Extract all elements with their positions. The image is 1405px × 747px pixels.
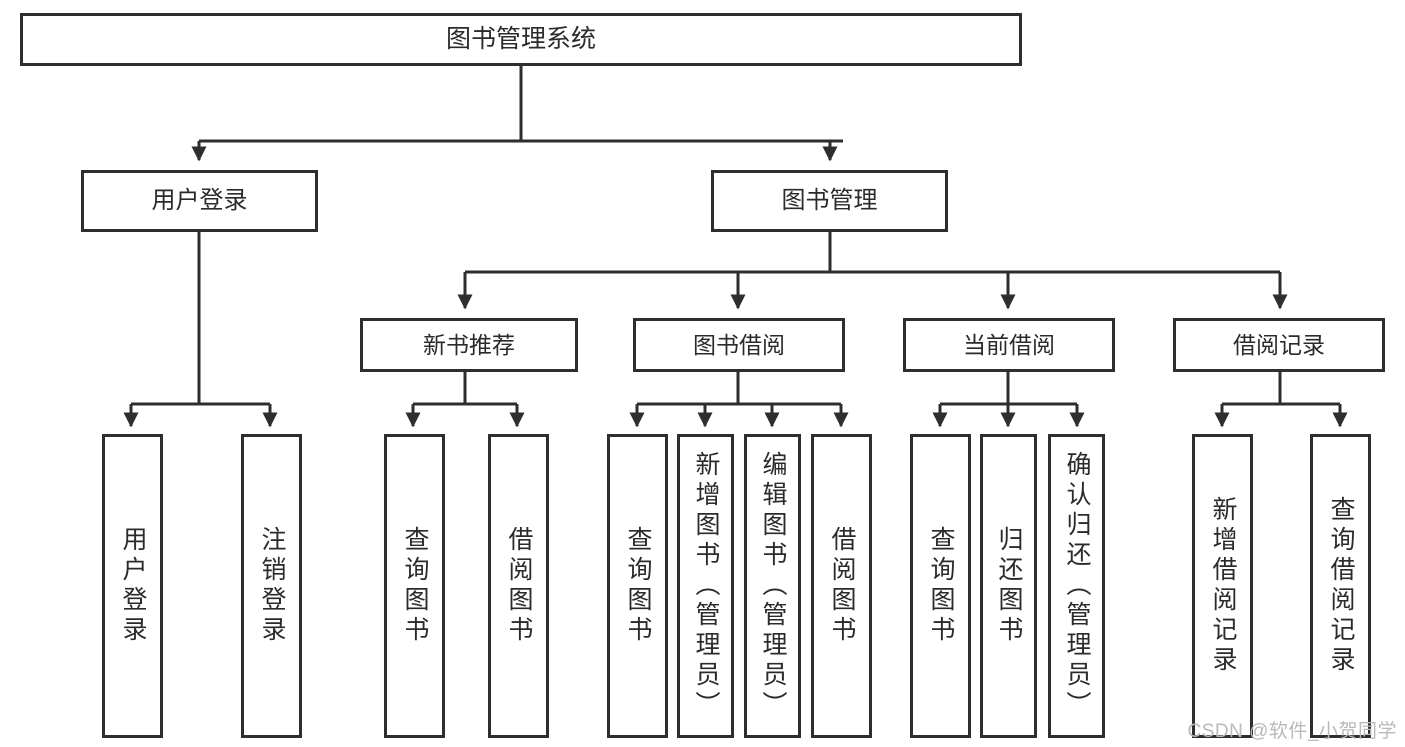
leaf-confirm-return-admin-label: 确认归还（管理员）	[1063, 451, 1091, 721]
watermark: CSDN @软件_小贺同学	[1187, 721, 1397, 742]
node-root-label: 图书管理系统	[445, 25, 596, 53]
node-new-book-recommend[interactable]: 新书推荐	[360, 318, 578, 372]
node-user-login-label: 用户登录	[151, 187, 248, 214]
leaf-edit-book-admin-label: 编辑图书（管理员）	[759, 451, 787, 721]
node-root[interactable]: 图书管理系统	[20, 13, 1022, 66]
leaf-query-book-borrow-label: 查询图书	[624, 526, 652, 646]
leaf-add-book-admin[interactable]: 新增图书（管理员）	[677, 434, 734, 738]
leaf-query-borrow-record[interactable]: 查询借阅记录	[1310, 434, 1371, 738]
leaf-query-book-recommend-label: 查询图书	[401, 526, 429, 646]
node-book-borrow[interactable]: 图书借阅	[633, 318, 845, 372]
node-book-management[interactable]: 图书管理	[711, 170, 948, 232]
node-new-book-recommend-label: 新书推荐	[423, 331, 515, 358]
leaf-user-login-label: 用户登录	[119, 526, 147, 646]
leaf-add-borrow-record[interactable]: 新增借阅记录	[1192, 434, 1253, 738]
leaf-add-book-admin-label: 新增图书（管理员）	[692, 451, 720, 721]
node-user-login[interactable]: 用户登录	[81, 170, 318, 232]
leaf-borrow-book[interactable]: 借阅图书	[811, 434, 872, 738]
node-current-borrow-label: 当前借阅	[963, 331, 1055, 358]
leaf-return-book-label: 归还图书	[995, 526, 1023, 646]
leaf-logout[interactable]: 注销登录	[241, 434, 302, 738]
leaf-confirm-return-admin[interactable]: 确认归还（管理员）	[1048, 434, 1105, 738]
leaf-query-book-borrow[interactable]: 查询图书	[607, 434, 668, 738]
node-current-borrow[interactable]: 当前借阅	[903, 318, 1115, 372]
node-borrow-record[interactable]: 借阅记录	[1173, 318, 1385, 372]
leaf-logout-label: 注销登录	[258, 526, 286, 646]
node-borrow-record-label: 借阅记录	[1233, 331, 1325, 358]
leaf-borrow-book-label: 借阅图书	[828, 526, 856, 646]
node-book-borrow-label: 图书借阅	[693, 331, 785, 358]
leaf-return-book[interactable]: 归还图书	[980, 434, 1037, 738]
leaf-query-book-recommend[interactable]: 查询图书	[384, 434, 445, 738]
node-book-management-label: 图书管理	[781, 187, 878, 214]
leaf-query-book-current[interactable]: 查询图书	[910, 434, 971, 738]
leaf-user-login[interactable]: 用户登录	[102, 434, 163, 738]
leaf-query-borrow-record-label: 查询借阅记录	[1327, 496, 1355, 676]
leaf-add-borrow-record-label: 新增借阅记录	[1209, 496, 1237, 676]
leaf-borrow-book-recommend[interactable]: 借阅图书	[488, 434, 549, 738]
leaf-borrow-book-recommend-label: 借阅图书	[505, 526, 533, 646]
leaf-query-book-current-label: 查询图书	[927, 526, 955, 646]
leaf-edit-book-admin[interactable]: 编辑图书（管理员）	[744, 434, 801, 738]
